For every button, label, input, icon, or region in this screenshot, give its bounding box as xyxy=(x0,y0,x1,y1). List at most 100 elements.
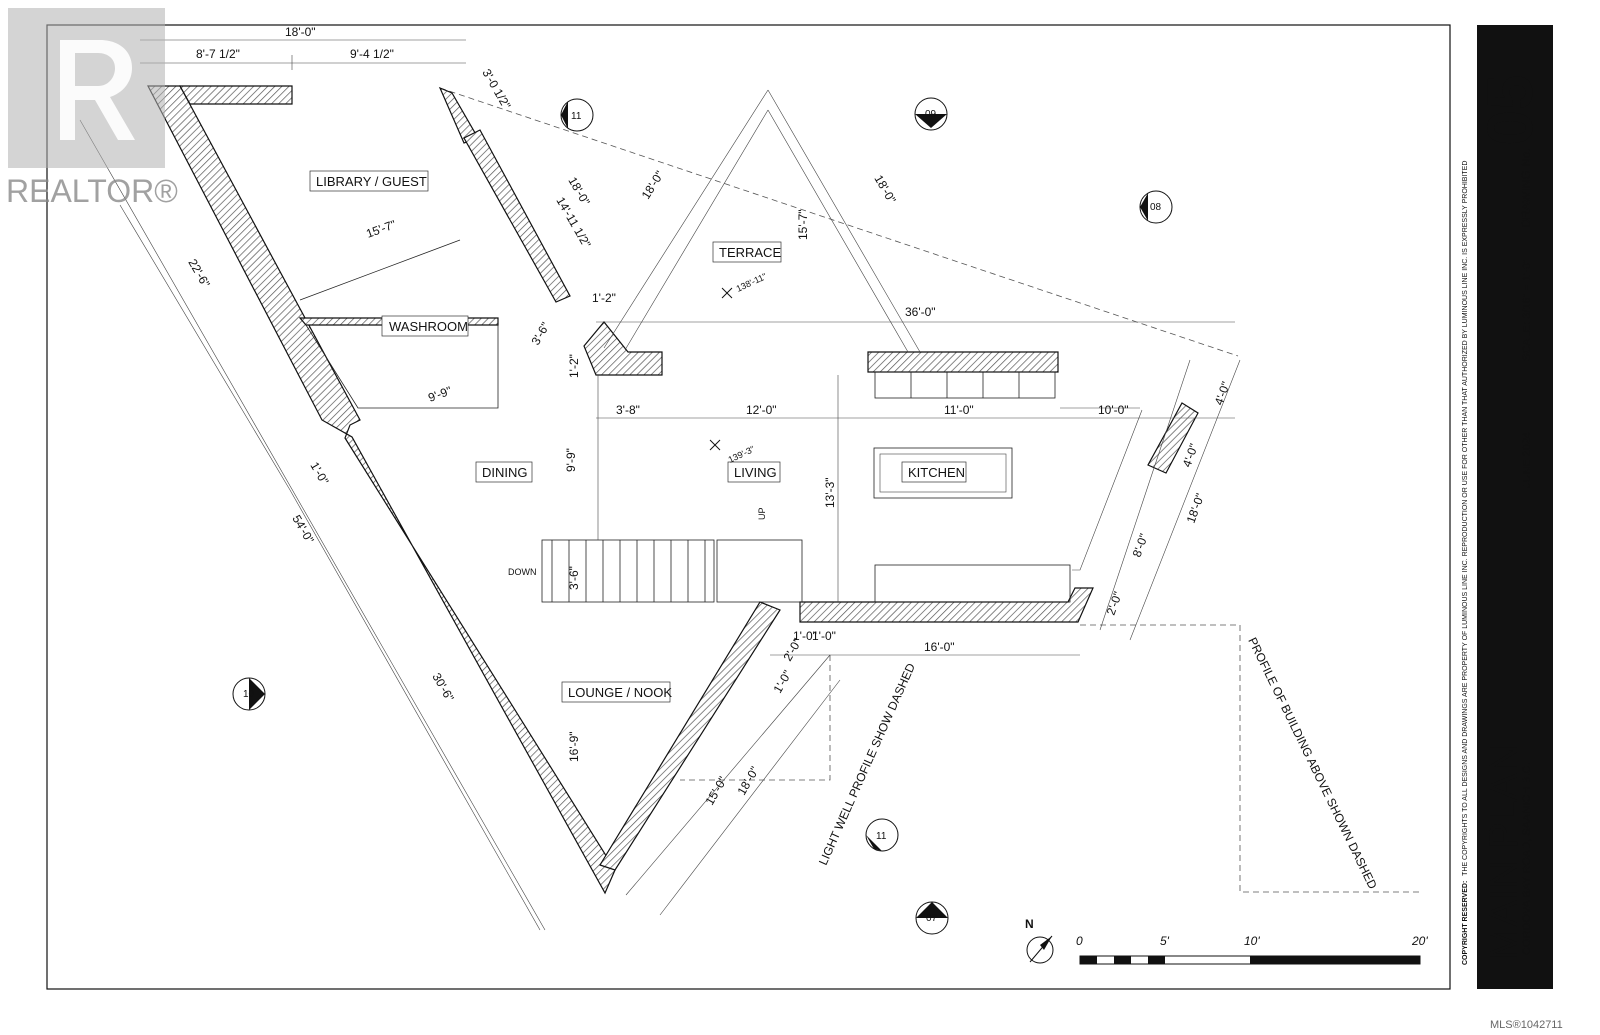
dimension-lines xyxy=(79,39,1241,931)
dim-8-7: 8'-7 1/2" xyxy=(196,47,240,61)
kitchen-label-box xyxy=(901,461,967,483)
scale-0: 0 xyxy=(1076,934,1083,948)
dim-54-0: 54'-0" xyxy=(289,513,316,546)
dim-3-0: 3'-0 1/2" xyxy=(479,67,513,112)
terrace-edge-left xyxy=(603,89,769,349)
north-label: N xyxy=(1025,917,1034,931)
dim-1-0-left: 1'-0" xyxy=(307,460,331,488)
dim-15-0: 15'-0" xyxy=(702,774,729,807)
section-tag-10 xyxy=(232,677,266,711)
dim-3-6-stair: 3'-6" xyxy=(567,566,581,590)
drawing-number-label: DRAWING No. xyxy=(1519,148,1533,228)
profile-above-outline xyxy=(1080,624,1422,893)
dim-15-7-terrace: 15'-7" xyxy=(796,209,810,240)
dim-11-0: 11'-0" xyxy=(944,403,974,417)
room-washroom: WASHROOM xyxy=(389,319,468,334)
dim-12-0: 12'-0" xyxy=(746,403,777,417)
washroom-partition xyxy=(305,324,499,409)
room-kitchen: KITCHEN xyxy=(908,465,965,480)
realtor-logo xyxy=(8,8,165,168)
dim-10-0: 10'-0" xyxy=(1098,403,1129,417)
washroom-label-box xyxy=(381,315,469,337)
library-south-line xyxy=(299,239,461,301)
scale-5: 5' xyxy=(1160,934,1170,948)
dim-22-6: 22'-6" xyxy=(185,257,212,290)
address-text: CORDOVA BAY ROAD, SAANICH B.C. xyxy=(1521,762,1533,955)
room-terrace: TERRACE xyxy=(719,245,781,260)
section-tag-07-text: 07 xyxy=(926,913,938,924)
section-tag-11a xyxy=(560,98,594,132)
north-wall xyxy=(178,85,293,105)
terrace-label-box xyxy=(712,241,782,263)
dim-18-0-right: 18'-0" xyxy=(1184,492,1208,526)
drawing-frame xyxy=(46,24,1451,990)
terrace-elevation-marker xyxy=(721,287,733,299)
dim-18-0-terrace-right: 18'-0" xyxy=(871,173,898,206)
section-tag-09-text: 09 xyxy=(925,109,937,120)
dim-9-9-dining: 9'-9" xyxy=(564,448,578,472)
light-well-outline xyxy=(680,655,831,781)
dim-1-2-a: 1'-2" xyxy=(592,291,616,305)
west-wall xyxy=(147,85,616,895)
upper-cabinets xyxy=(874,371,1056,399)
library-east-wall xyxy=(463,129,571,303)
terrace-edge-left-inner xyxy=(624,109,769,351)
roof-dash-top xyxy=(439,87,1239,357)
dim-4-0-b: 4'-0" xyxy=(1180,442,1201,469)
realtor-brand: REALTOR® xyxy=(6,173,178,209)
terrace-elevation: 138'-11" xyxy=(735,271,768,294)
stair-up-label: UP xyxy=(757,507,767,520)
section-tag-11b xyxy=(865,818,899,852)
section-tag-08 xyxy=(1139,190,1173,224)
kitchen-east-wall xyxy=(1147,402,1199,474)
dim-18-0-lounge: 18'-0" xyxy=(734,764,761,797)
stair-core xyxy=(716,539,803,603)
room-dining: DINING xyxy=(482,465,528,480)
kitchen-island xyxy=(873,447,1013,499)
dim-3-8: 3'-8" xyxy=(616,403,640,417)
dim-18-0-top: 18'-0" xyxy=(285,25,316,39)
section-tag-07 xyxy=(915,901,949,935)
copyright-text: COPYRIGHT RESERVED: THE COPYRIGHTS TO AL… xyxy=(1462,161,1469,965)
north-living-wall xyxy=(867,351,1059,373)
dim-9-9-wash: 9'-9" xyxy=(426,383,453,404)
scale-20: 20' xyxy=(1411,934,1428,948)
dim-16-0: 16'-0" xyxy=(924,640,955,654)
drawing-title: MAIN PLAN xyxy=(1482,744,1526,960)
room-living: LIVING xyxy=(734,465,777,480)
entry-wall xyxy=(583,321,663,376)
dim-15-7-library: 15'-7" xyxy=(364,217,398,241)
stair xyxy=(541,539,715,603)
dim-16-9: 16'-9" xyxy=(567,731,581,762)
room-library: LIBRARY / GUEST xyxy=(316,174,427,189)
library-label-box xyxy=(309,170,429,192)
lounge-east-wall xyxy=(599,601,781,871)
south-east-corner xyxy=(799,587,1094,623)
lower-cabinets xyxy=(874,564,1071,603)
terrace-edge-right xyxy=(767,89,921,353)
dim-1-0-b: 1'-0" xyxy=(812,629,836,643)
profile-above-note: PROFILE OF BUILDING ABOVE SHOWN DASHED xyxy=(1245,635,1380,891)
dining-label-box xyxy=(475,461,533,483)
dim-1-0-lounge: 1'-0" xyxy=(770,668,794,696)
scale-bar xyxy=(1079,955,1421,965)
dim-1-0-a: 1'-0" xyxy=(793,629,817,643)
section-tag-11b-text: 11 xyxy=(876,831,887,842)
section-tag-09 xyxy=(914,97,948,131)
scale-text: SCALE: 3/16" = 1'-0" xyxy=(1521,259,1533,361)
copyright-head: COPYRIGHT RESERVED: xyxy=(1462,881,1469,965)
section-tag-11a-text: 11 xyxy=(571,111,582,122)
section-tag-10-text: 10 xyxy=(243,689,255,700)
north-arrow-icon xyxy=(1026,935,1054,964)
terrace-edge-right-inner xyxy=(767,109,909,353)
title-block: 05 DRAWING No. SCALE: 3/16" = 1'-0" JUNE… xyxy=(1462,25,1553,989)
date-text: JUNE 2024 xyxy=(1521,432,1533,488)
section-tag-08-text: 08 xyxy=(1150,202,1162,213)
living-elevation-marker xyxy=(709,439,721,451)
kitchen-island-inner xyxy=(879,453,1007,493)
kitchen-counter-diag xyxy=(1072,409,1143,571)
lounge-label-box xyxy=(561,681,671,703)
dim-2-0-right: 2'-0" xyxy=(1104,590,1125,617)
dim-8-0: 8'-0" xyxy=(1130,532,1151,559)
